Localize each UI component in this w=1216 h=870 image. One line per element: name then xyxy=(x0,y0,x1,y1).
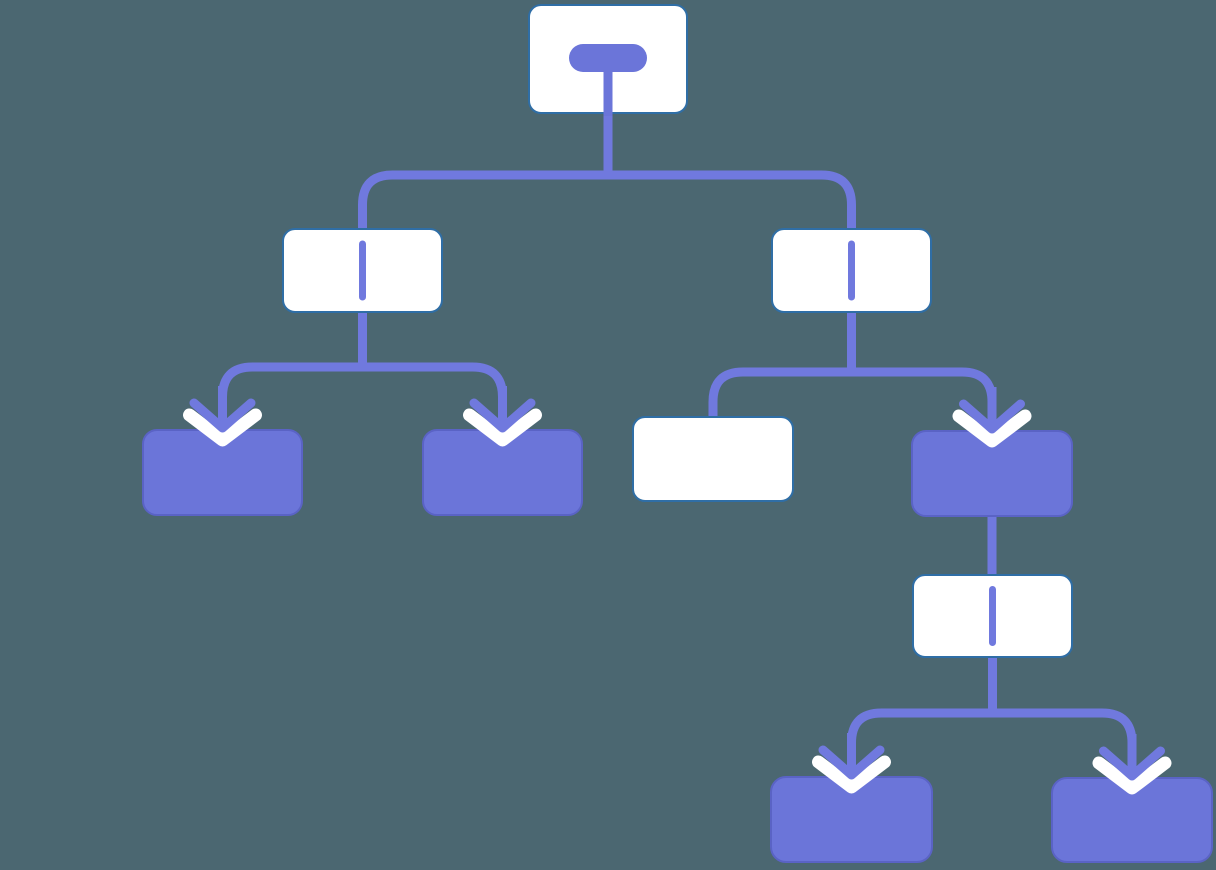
root-placeholder-stem xyxy=(603,68,613,116)
node-branch-left xyxy=(282,228,443,313)
connector-root-to-branches xyxy=(358,111,856,232)
arrowheads-layer xyxy=(183,386,1172,795)
chevron-arrow-stroke xyxy=(959,399,1025,434)
chevron-arrow-stroke xyxy=(469,398,536,433)
connector-branch-left-to-leaves xyxy=(218,310,507,424)
chevron-arrow-stroke xyxy=(818,745,885,780)
condition-placeholder-bar xyxy=(989,586,996,646)
connector-rail xyxy=(218,362,507,424)
arrowhead-double-chevron-icon-leaf-5 xyxy=(1092,734,1172,795)
chevron-highlight-stroke xyxy=(183,408,262,447)
node-branch-bottom xyxy=(912,574,1073,658)
connector-rail xyxy=(847,708,1137,772)
nodes-layer xyxy=(142,4,1213,863)
node-box-empty-node xyxy=(632,416,794,502)
chevron-highlight-stroke xyxy=(463,408,542,447)
root-placeholder-pill xyxy=(569,44,647,72)
node-root xyxy=(528,4,688,116)
connector-branch-bottom-to-leaves xyxy=(847,655,1137,772)
chevron-arrow-stroke xyxy=(189,398,256,433)
arrowhead-double-chevron-icon-leaf-1 xyxy=(183,386,262,447)
arrowhead-double-chevron-icon-leaf-4 xyxy=(812,733,891,794)
arrowhead-double-chevron-icon-leaf-3 xyxy=(952,387,1032,448)
chevron-highlight-stroke xyxy=(1092,756,1172,795)
chevron-highlight-stroke xyxy=(812,755,891,794)
node-child-plain xyxy=(632,416,794,502)
condition-placeholder-bar xyxy=(848,240,855,301)
condition-placeholder-bar xyxy=(359,240,366,301)
arrowhead-double-chevron-icon-leaf-2 xyxy=(463,386,542,447)
connector-rail xyxy=(358,170,856,232)
chevron-arrow-stroke xyxy=(1099,746,1165,781)
node-branch-right xyxy=(771,228,932,313)
connector-branch-right-to-children xyxy=(708,310,997,425)
chevron-highlight-stroke xyxy=(952,409,1032,448)
edges-layer xyxy=(218,111,1137,772)
